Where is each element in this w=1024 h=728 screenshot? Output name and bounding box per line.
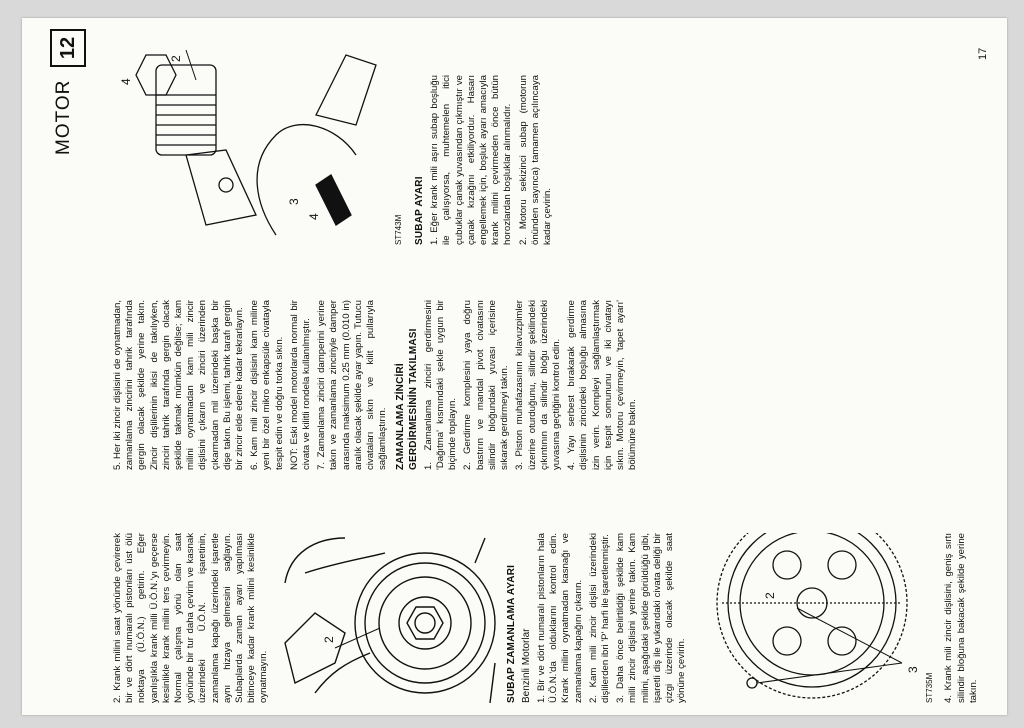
fig3-callout-4b: 4	[307, 213, 321, 220]
fig3-callout-2: 2	[169, 55, 183, 62]
scanned-page: MOTOR 12 2. Krank milini saat yönünde çe…	[22, 18, 1007, 715]
fig3-callout-4a: 4	[119, 78, 133, 85]
c1-paragraph: 4. Krank mili zincir dişlisini, geniş sı…	[943, 533, 979, 703]
page-number: 17	[977, 47, 989, 60]
c1-paragraph: 1. Bir ve dört numaralı pistonların hala…	[536, 533, 584, 703]
chain-tensioner-figure: 2 3 4 4 ST743M	[119, 49, 403, 245]
c1-heading: SUBAP ZAMANLAMA AYARI	[505, 564, 517, 703]
c2-heading: ZAMANLAMA ZİNCİRİ GERDİRMESİNİN TAKILMAS…	[395, 328, 419, 470]
c1-subheading: Benzinli Motorlar	[520, 628, 532, 703]
c2-paragraph: 4. Yayı serbest bırakarak gerdirme dişli…	[566, 300, 639, 470]
c1-paragraph: 2. Krank milini saat yönünde çevirerek b…	[112, 533, 270, 703]
fig3-code: ST743M	[394, 214, 403, 245]
rotated-page-content: MOTOR 12 2. Krank milini saat yönünde çe…	[22, 18, 1007, 715]
fig3-callout-3: 3	[287, 198, 301, 205]
camshaft-sprocket-figure: 3 2 ST735M	[716, 533, 934, 703]
c1-paragraph: 2. Kam mili zincir dişlisi üzerindeki di…	[587, 533, 612, 703]
c1-paragraph: 3. Daha önce belirtildiği şekilde kam mi…	[615, 533, 688, 703]
c2-paragraph: 3. Piston muhafazasının kılavuzpimler üz…	[514, 300, 562, 470]
c2-paragraph: 2. Gerdirme komplesini yaya doğru bastır…	[462, 300, 511, 470]
c2-paragraph: 1. Zamanlama zinciri gerdirmesini 'Dağıt…	[422, 300, 459, 470]
crank-pulley-figure: 2	[283, 537, 496, 703]
c3-paragraph: 1. Eğer krank mili aşırı subap boşluğu i…	[429, 75, 514, 245]
c3-paragraph: 2. Motoru sekizinci subap (motorun önünd…	[517, 75, 554, 245]
page-title: MOTOR	[53, 79, 74, 155]
c3-heading: SUBAP AYARI	[414, 176, 425, 245]
column-2: 5. Her iki zincir dişlisini de oynatmada…	[112, 300, 642, 470]
c2-paragraph: 5. Her iki zincir dişlisini de oynatmada…	[112, 300, 246, 470]
fig2-callout-2: 2	[763, 592, 777, 599]
fig2-callout-3: 3	[906, 666, 920, 673]
c2-note: NOT: Eski model motorlarda normal bir ci…	[288, 300, 313, 470]
fig1-callout-2: 2	[322, 636, 336, 643]
c2-paragraph: 6. Kam mili zincir dişlisini kam miline …	[249, 300, 285, 470]
column-3: 2 3 4 4 ST743M SUBAP AYARI 1. Eğer krank…	[112, 49, 557, 245]
column-1: 2. Krank milini saat yönünde çevirerek b…	[112, 533, 983, 703]
page-header: MOTOR 12	[50, 25, 90, 155]
c2-paragraph: 7. Zamanlama zinciri damperini yerine ta…	[316, 300, 389, 470]
section-number-box: 12	[50, 29, 86, 67]
fig2-code: ST735M	[925, 672, 934, 703]
